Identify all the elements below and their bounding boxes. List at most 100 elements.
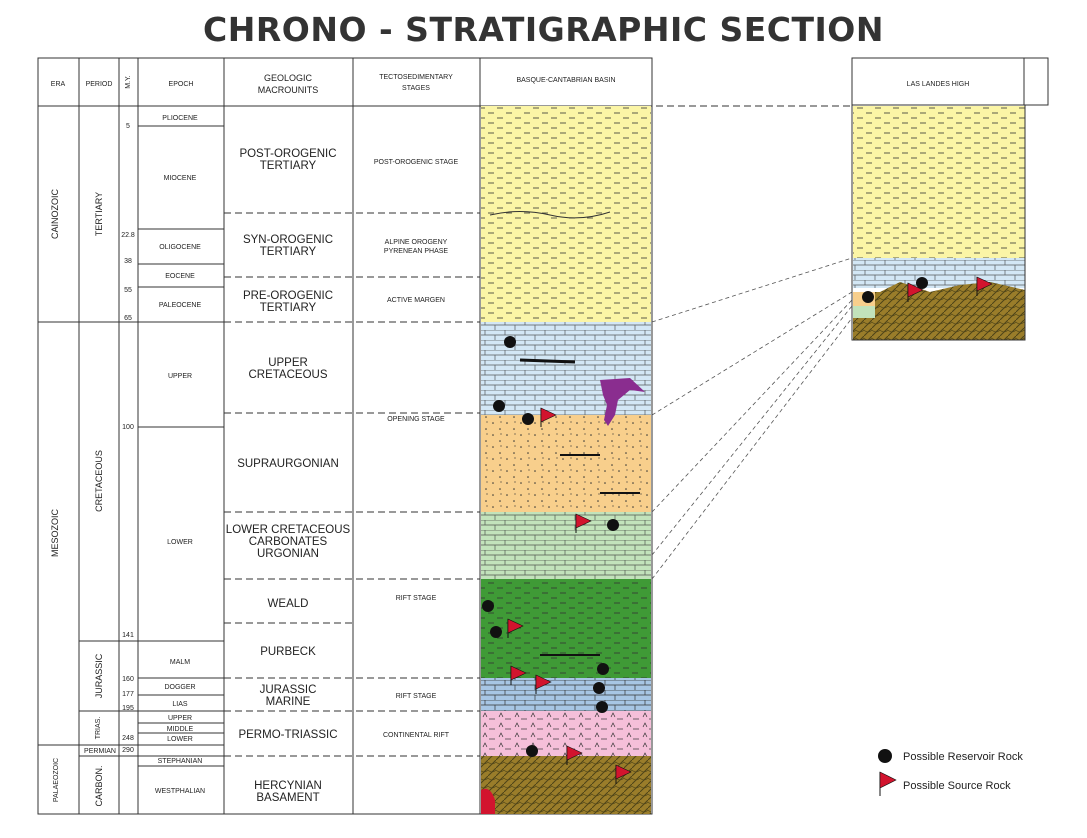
my-tick: 5 [126,123,130,130]
stage-alpine: ALPINE OROGENY [385,239,448,246]
epoch-paleocene: PALEOCENE [159,302,202,309]
my-tick: 65 [124,315,132,322]
stage-active-margen: ACTIVE MARGEN [387,297,445,304]
stage-post-orogenic: POST-OROGENIC STAGE [374,159,459,166]
header-period: PERIOD [86,81,113,88]
header-my: M.Y. [125,75,132,89]
reservoir-marker [597,663,609,675]
macrounit-syn-orogenic: TERTIARY [260,246,317,258]
reservoir-icon [878,749,892,763]
reservoir-marker [504,336,516,348]
reservoir-marker [490,626,502,638]
epoch-oligocene: OLIGOCENE [159,244,201,251]
epoch-dogger: DOGGER [164,684,195,691]
period-tertiary: TERTIARY [94,192,104,236]
legend: Possible Reservoir Rock Possible Source … [878,749,1023,796]
epoch-eocene: EOCENE [165,273,195,280]
my-tick: 100 [122,424,134,431]
epoch-trias-upper: UPPER [168,715,192,722]
macrounit-urgonian: CARBONATES [249,536,328,548]
epoch-pliocene: PLIOCENE [162,115,198,122]
stage-continental-rift: CONTINENTAL RIFT [383,732,450,739]
high-column [852,105,1025,340]
my-tick: 177 [122,691,134,698]
era-labels: CAINOZOIC MESOZOIC PALAEOZOIC [50,189,60,803]
reservoir-marker [596,701,608,713]
macrounit-pre-orogenic: PRE-OROGENIC [243,290,333,302]
stage-rift: RIFT STAGE [396,595,437,602]
my-tick: 55 [124,287,132,294]
stage-rift: RIFT STAGE [396,693,437,700]
macrounit-hercynian: BASAMENT [256,792,319,804]
my-tick: 195 [122,705,134,712]
era-boundaries [38,126,224,766]
correlation-lines [652,258,852,579]
macrounit-labels: POST-OROGENIC TERTIARY SYN-OROGENIC TERT… [226,148,351,804]
macrounit-purbeck: PURBECK [260,646,316,658]
macrounit-weald: WEALD [268,598,309,610]
table-header: ERA PERIOD M.Y. EPOCH GEOLOGIC MACROUNIT… [51,73,970,95]
epoch-trias-middle: MIDDLE [167,726,194,733]
my-tick: 22.8 [121,232,135,239]
era-cainozoic: CAINOZOIC [50,189,60,240]
my-tick: 160 [122,676,134,683]
header-macrounits-1: GEOLOGIC [264,73,313,83]
epoch-miocene: MIOCENE [164,175,197,182]
epoch-labels: PLIOCENE MIOCENE OLIGOCENE EOCENE PALEOC… [155,115,205,795]
reservoir-marker [522,413,534,425]
header-macrounits-2: MACROUNITS [258,85,319,95]
period-permian: PERMIAN [84,748,116,755]
period-labels: TERTIARY CRETACEOUS JURASSIC TRIAS. PERM… [84,192,116,807]
period-carbon: CARBON. [94,765,104,806]
reservoir-marker [482,600,494,612]
my-tick: 290 [122,747,134,754]
reservoir-marker [607,519,619,531]
stage-opening: OPENING STAGE [387,416,445,423]
era-mesozoic: MESOZOIC [50,509,60,558]
my-ticks: 5 22.8 38 55 65 100 141 160 177 195 248 … [121,123,135,754]
header-era: ERA [51,81,66,88]
header-stages-2: STAGES [402,85,430,92]
stage-alpine: PYRENEAN PHASE [384,248,449,255]
macrounit-jurassic-marine: MARINE [266,696,311,708]
my-tick: 38 [124,258,132,265]
epoch-trias-lower: LOWER [167,736,193,743]
header-high: LAS LANDES HIGH [907,81,970,88]
legend-source: Possible Source Rock [903,780,1011,792]
epoch-upper-cretaceous: UPPER [168,373,192,380]
macrounit-post-orogenic: TERTIARY [260,160,317,172]
reservoir-marker [526,745,538,757]
stage-labels: POST-OROGENIC STAGE ALPINE OROGENY PYREN… [374,159,459,739]
epoch-malm: MALM [170,659,190,666]
reservoir-marker [916,277,928,289]
reservoir-marker [593,682,605,694]
macrounit-upper-cretaceous: UPPER [268,357,308,369]
epoch-lower-cretaceous: LOWER [167,539,193,546]
era-palaeozoic: PALAEOZOIC [53,758,60,802]
macrounit-supraurgonian: SUPRAURGONIAN [237,458,339,470]
reservoir-marker [862,291,874,303]
macrounit-syn-orogenic: SYN-OROGENIC [243,234,333,246]
epoch-stephanian: STEPHANIAN [158,758,203,765]
epoch-westphalian: WESTPHALIAN [155,788,205,795]
reservoir-marker [493,400,505,412]
macrounit-urgonian: URGONIAN [257,548,319,560]
period-cretaceous: CRETACEOUS [94,450,104,512]
my-tick: 248 [122,735,134,742]
period-jurassic: JURASSIC [94,653,104,698]
macrounit-upper-cretaceous: CRETACEOUS [248,369,327,381]
macrounit-pre-orogenic: TERTIARY [260,302,317,314]
header-basin: BASQUE-CANTABRIAN BASIN [516,77,615,84]
epoch-lias: LIAS [172,701,188,708]
macrounit-post-orogenic: POST-OROGENIC [239,148,336,160]
macrounit-permo-triassic: PERMO-TRIASSIC [238,729,337,741]
my-tick: 141 [122,632,134,639]
period-trias: TRIAS. [95,717,102,740]
basin-column [481,106,651,814]
macrounit-hercynian: HERCYNIAN [254,780,322,792]
macrounit-jurassic-marine: JURASSIC [260,684,317,696]
legend-reservoir: Possible Reservoir Rock [903,751,1023,763]
source-flag-icon [880,772,896,796]
header-stages-1: TECTOSEDIMENTARY [379,74,453,81]
